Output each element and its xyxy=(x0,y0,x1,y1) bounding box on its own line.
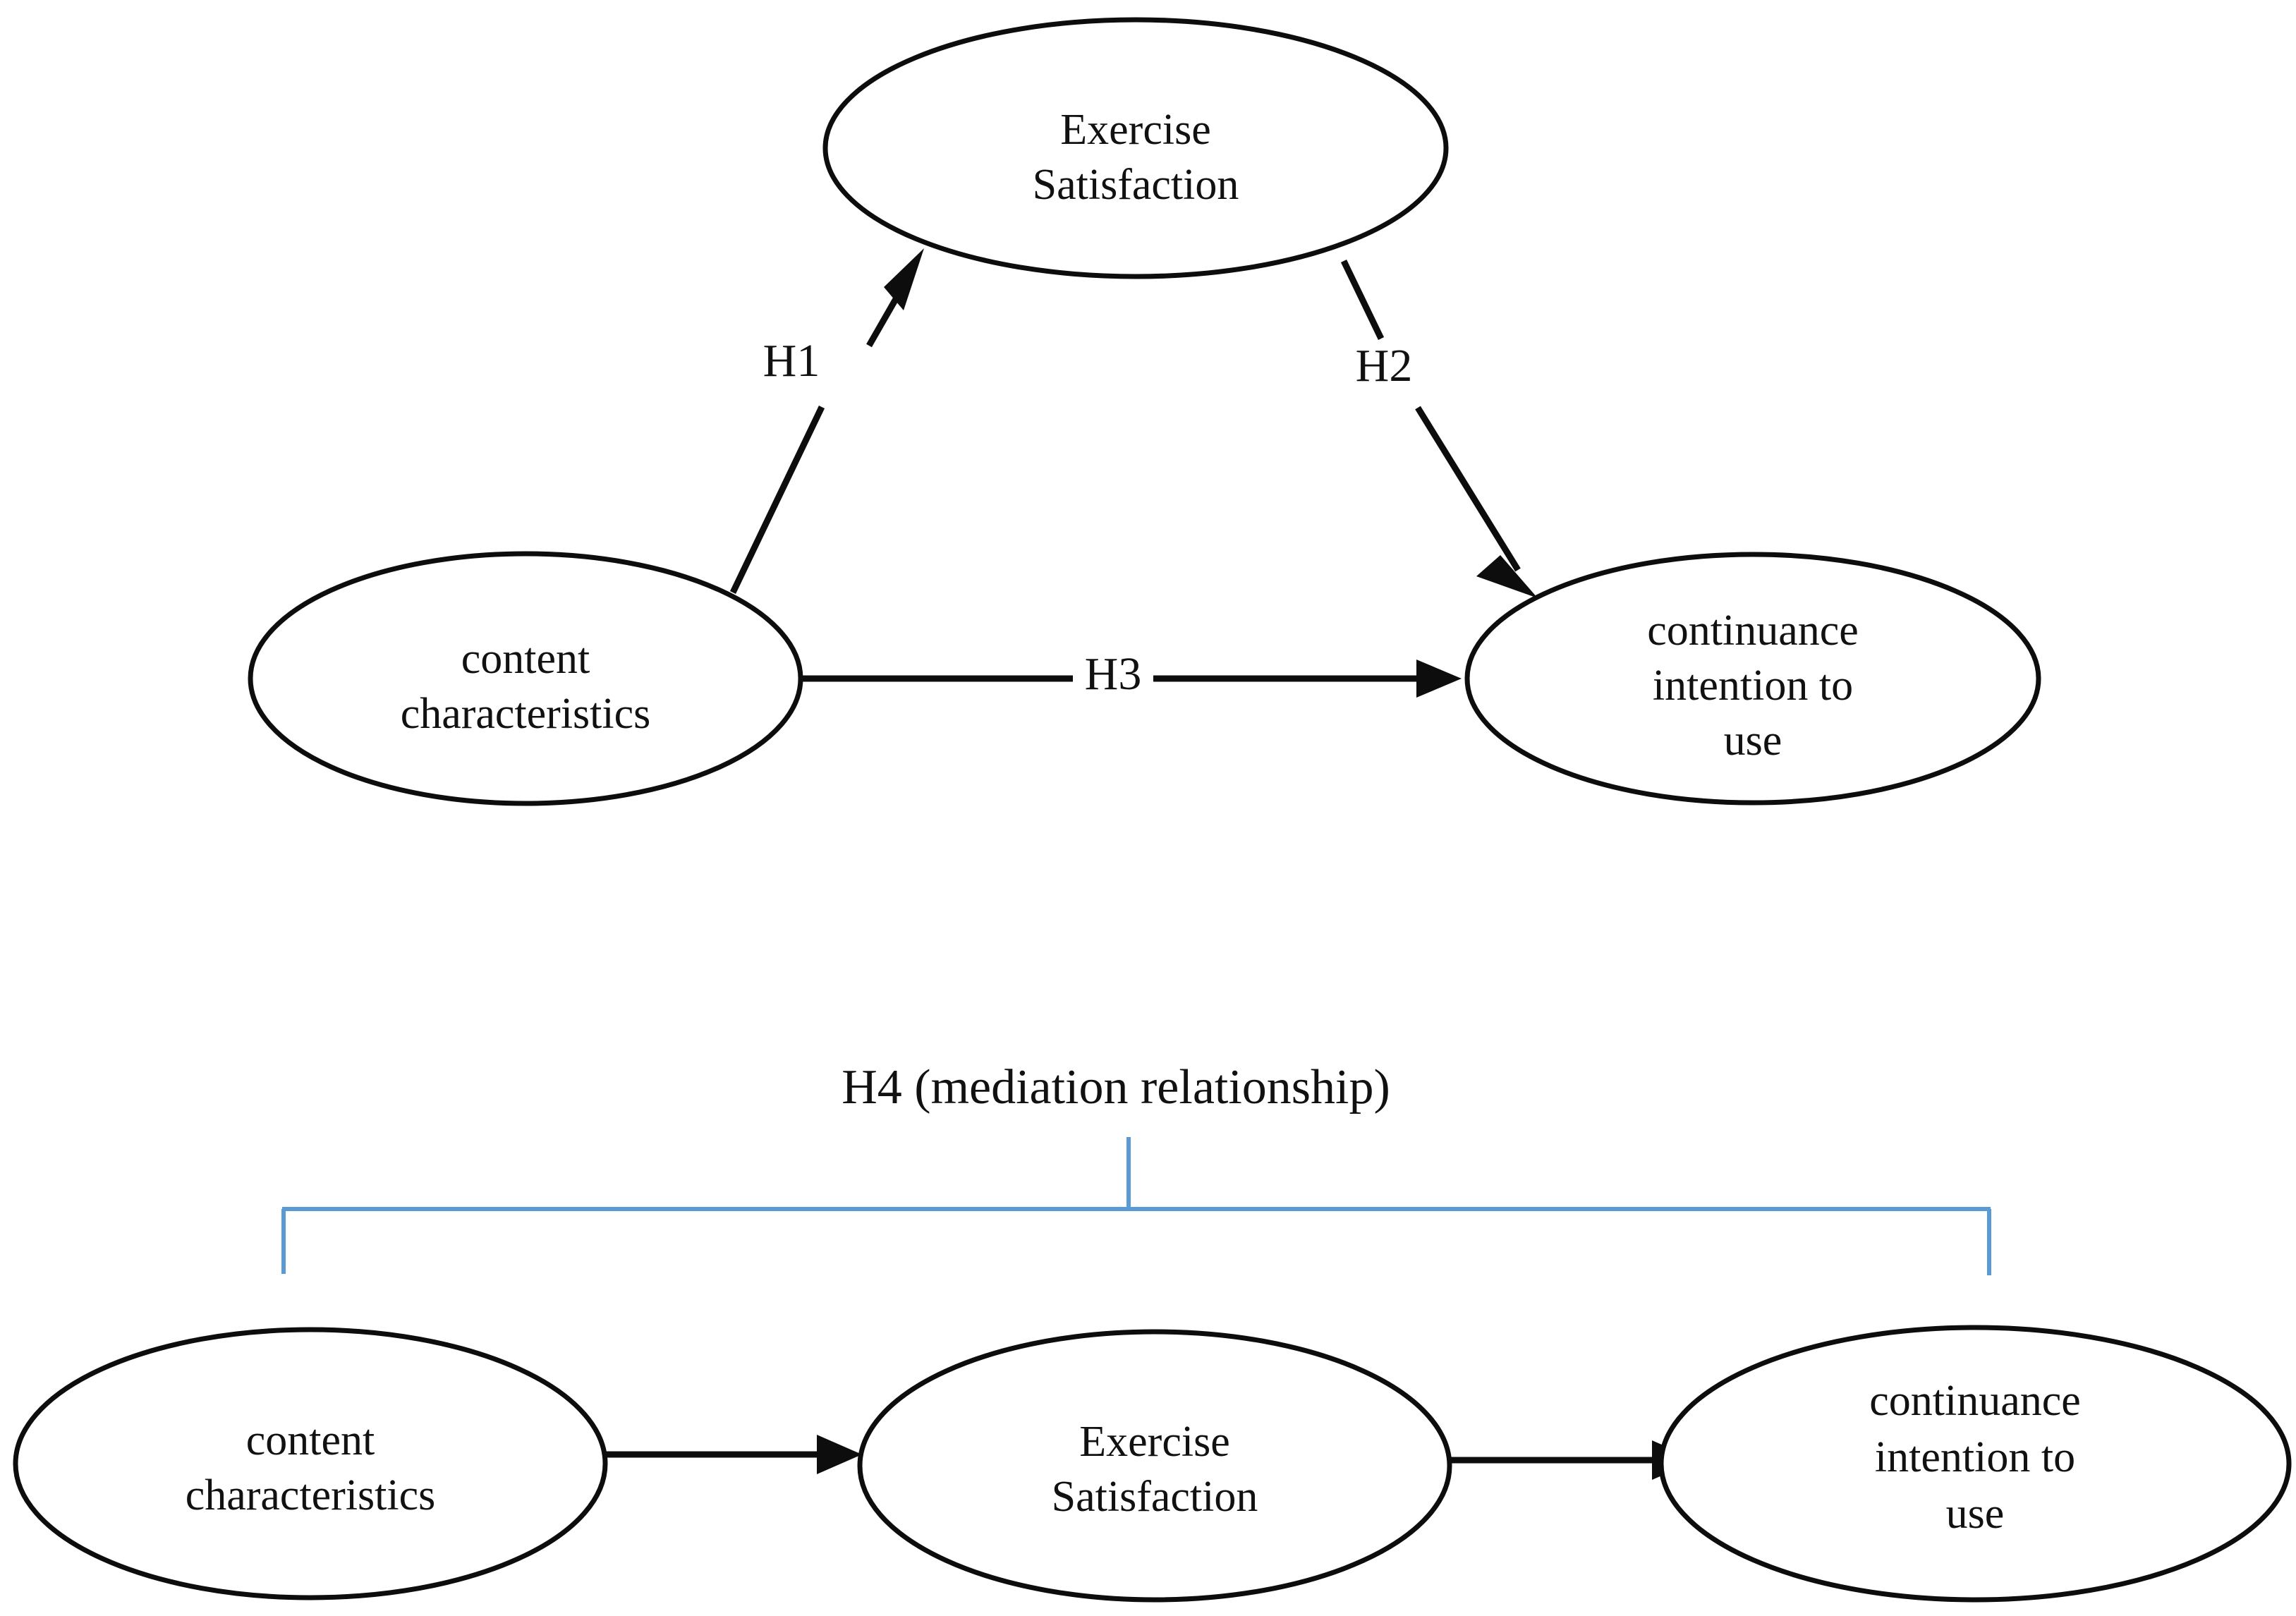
edge-label-h1: H1 xyxy=(763,335,820,387)
node-exercise-satisfaction-top-shape[interactable] xyxy=(822,17,1449,279)
node-continuance-intention-bottom[interactable]: continuance intention to use xyxy=(1658,1325,2292,1603)
mediation-caption: H4 (mediation relationship) xyxy=(842,1060,1390,1114)
node-continuance-intention-top-line2: intention to xyxy=(1653,662,1853,710)
node-content-characteristics-top-shape[interactable] xyxy=(248,551,803,806)
node-exercise-satisfaction-bottom[interactable]: Exercise Satisfaction xyxy=(857,1329,1452,1603)
edge-h2-upper-segment xyxy=(1340,260,1385,340)
node-continuance-intention-bottom-line3: use xyxy=(1946,1490,2005,1538)
node-content-characteristics-bottom-line2: characteristics xyxy=(186,1471,436,1519)
edge-label-h3: H3 xyxy=(1085,648,1142,700)
node-exercise-satisfaction-top-line1: Exercise xyxy=(1060,106,1210,154)
edge-h2: H2 xyxy=(1340,260,1538,598)
edge-h1-arrowhead xyxy=(884,248,924,310)
mediation-bracket xyxy=(281,1137,1991,1275)
node-exercise-satisfaction-top[interactable]: Exercise Satisfaction xyxy=(822,17,1449,279)
node-content-characteristics-top[interactable]: content characteristics xyxy=(248,551,803,806)
node-continuance-intention-bottom-shape[interactable] xyxy=(1658,1325,2292,1603)
node-continuance-intention-top-shape[interactable] xyxy=(1464,552,2041,806)
edge-mediation-1 xyxy=(603,1435,862,1474)
edge-label-h2: H2 xyxy=(1356,340,1413,391)
edge-h3: H3 xyxy=(796,648,1462,700)
node-continuance-intention-bottom-line1: continuance xyxy=(1869,1377,2081,1425)
node-exercise-satisfaction-bottom-line1: Exercise xyxy=(1079,1418,1229,1466)
edge-h2-lower-segment xyxy=(1415,406,1521,572)
node-exercise-satisfaction-bottom-shape[interactable] xyxy=(857,1329,1452,1603)
node-continuance-intention-top[interactable]: continuance intention to use xyxy=(1464,552,2041,806)
edge-mediation-1-arrowhead xyxy=(817,1435,862,1474)
edge-h1-lower-segment xyxy=(729,406,825,594)
node-content-characteristics-top-line1: content xyxy=(461,635,590,683)
node-continuance-intention-top-line1: continuance xyxy=(1647,607,1859,655)
node-exercise-satisfaction-top-line2: Satisfaction xyxy=(1033,161,1239,209)
top-panel: H1 H2 H3 Exercise Satisfaction xyxy=(248,17,2041,806)
bottom-panel: H4 (mediation relationship) co xyxy=(13,1060,2292,1603)
node-content-characteristics-bottom[interactable]: content characteristics xyxy=(13,1327,608,1600)
node-continuance-intention-top-line3: use xyxy=(1724,717,1782,765)
edge-h3-arrowhead xyxy=(1416,660,1462,698)
node-content-characteristics-bottom-line1: content xyxy=(246,1416,375,1464)
edge-h2-arrowhead xyxy=(1476,555,1538,598)
node-continuance-intention-bottom-line2: intention to xyxy=(1875,1433,2075,1481)
edge-h1: H1 xyxy=(729,248,924,594)
node-content-characteristics-bottom-shape[interactable] xyxy=(13,1327,608,1600)
node-content-characteristics-top-line2: characteristics xyxy=(401,690,651,738)
node-exercise-satisfaction-bottom-line2: Satisfaction xyxy=(1052,1473,1258,1521)
